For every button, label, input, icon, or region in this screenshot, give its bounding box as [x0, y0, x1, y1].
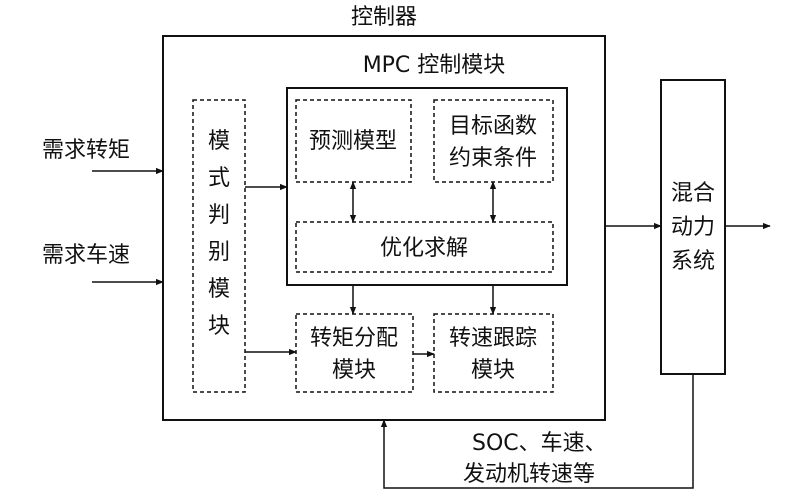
hybrid-system-label-2: 动力 — [671, 215, 715, 240]
hybrid-system-label-3: 系统 — [671, 249, 715, 274]
torque-demand-label: 需求转矩 — [42, 138, 130, 163]
mode-judgment-char: 判 — [208, 203, 230, 228]
objective-function-label: 目标函数 — [449, 114, 537, 139]
optimization-box — [295, 221, 554, 273]
controller-box — [162, 35, 606, 421]
speed-tracking-label-2: 模块 — [471, 358, 515, 383]
feedback-label-2: 发动机转速等 — [463, 462, 595, 487]
mode-judgment-module — [192, 99, 246, 393]
mode-judgment-char: 式 — [208, 166, 230, 191]
speed-demand-label: 需求车速 — [42, 243, 130, 268]
mode-judgment-char: 别 — [208, 240, 230, 265]
mode-judgment-label: 模 式 判 别 模 块 — [208, 129, 230, 339]
torque-distribution-label-2: 模块 — [332, 358, 376, 383]
mode-judgment-char: 模 — [208, 277, 230, 302]
hybrid-system-label: 混合 — [671, 181, 715, 206]
feedback-label: SOC、车速、 — [472, 431, 607, 456]
constraints-label: 约束条件 — [449, 146, 537, 171]
mode-judgment-char: 模 — [208, 129, 230, 154]
torque-distribution-label: 转矩分配 — [310, 326, 398, 351]
controller-label: 控制器 — [351, 5, 417, 30]
mode-judgment-char: 块 — [208, 314, 230, 339]
optimization-label: 优化求解 — [380, 236, 468, 261]
mpc-module-label: MPC 控制模块 — [363, 53, 506, 78]
feedback-loop-arrow — [380, 374, 694, 489]
prediction-model-label: 预测模型 — [309, 129, 397, 154]
speed-tracking-label: 转速跟踪 — [449, 326, 537, 351]
